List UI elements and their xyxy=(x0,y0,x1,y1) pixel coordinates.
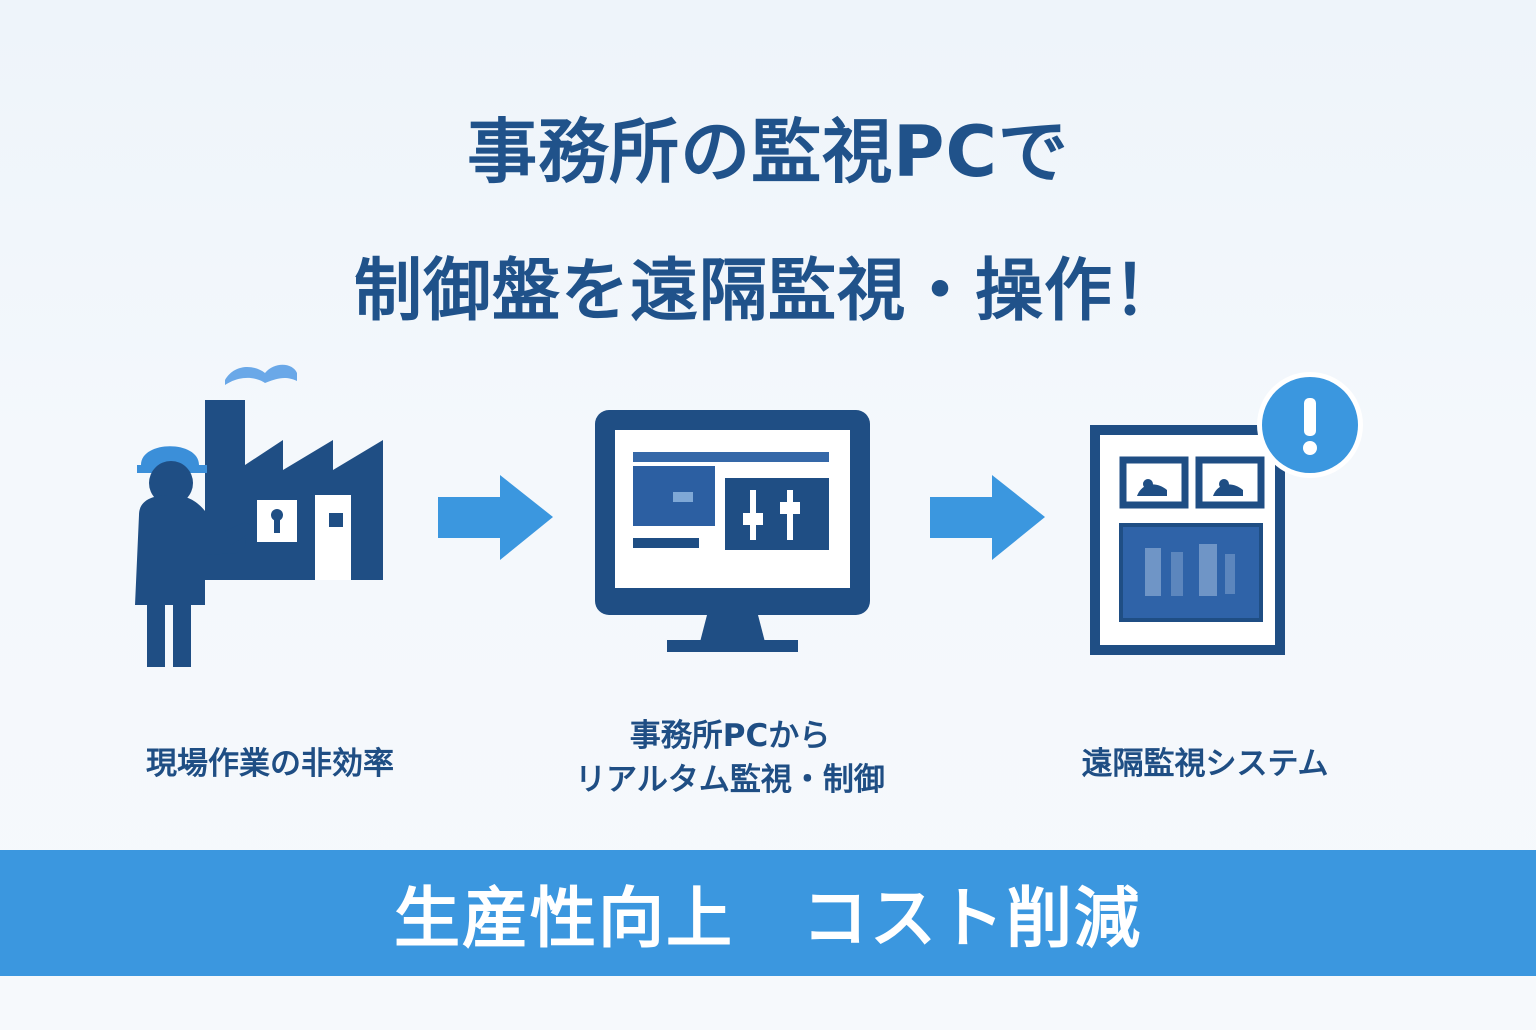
remote-panel-alert-icon xyxy=(1090,372,1363,655)
arrow-right-icon xyxy=(438,475,553,560)
arrow-right-icon xyxy=(930,475,1045,560)
benefit-banner: 生産性向上 コスト削減 xyxy=(0,850,1536,976)
step-label-office-pc: 事務所PCから リアルタム監視・制御 xyxy=(500,714,960,802)
title-line-2: 制御盤を遠隔監視・操作！ xyxy=(353,252,1182,331)
banner-text: 生産性向上 コスト削減 xyxy=(394,880,1142,957)
step-label-line: 現場作業の非効率 xyxy=(146,746,394,782)
step-label-line: 事務所PCから xyxy=(629,718,831,754)
monitor-dashboard-icon xyxy=(595,410,870,652)
step-label-line: 遠隔監視システム xyxy=(1081,746,1329,782)
title-line-1: 事務所の監視PCで xyxy=(467,111,1069,193)
step-label-line: リアルタム監視・制御 xyxy=(575,762,885,798)
step-label-remote-system: 遠隔監視システム xyxy=(1010,742,1400,786)
step-label-field-inefficiency: 現場作業の非効率 xyxy=(60,742,480,786)
factory-worker-icon xyxy=(135,364,383,667)
